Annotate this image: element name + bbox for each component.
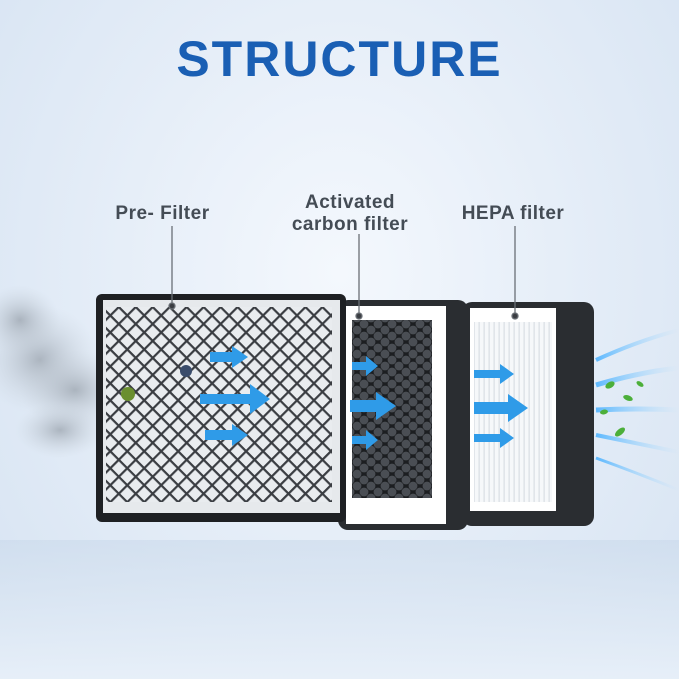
pre-filter-label: Pre- Filter — [105, 203, 220, 225]
pointer-lines — [168, 226, 519, 320]
carbon-filter — [338, 300, 468, 530]
pre-filter — [96, 294, 346, 522]
hepa-filter-label: HEPA filter — [448, 203, 578, 225]
carbon-filter-label: Activated carbon filter — [280, 192, 420, 236]
leaf-icons — [600, 381, 644, 437]
hepa-filter-label-text: HEPA filter — [461, 203, 565, 224]
reflection-floor — [0, 540, 679, 679]
pre-filter-label-text: Pre- Filter — [115, 203, 210, 224]
carbon-filter-label-line1: Activated — [304, 192, 396, 213]
clean-air-stream — [595, 328, 679, 492]
page-title: STRUCTURE — [176, 31, 503, 87]
airflow-arrows — [200, 346, 528, 450]
smoke-cloud — [0, 285, 130, 458]
carbon-filter-label-line2: carbon filter — [291, 214, 409, 235]
